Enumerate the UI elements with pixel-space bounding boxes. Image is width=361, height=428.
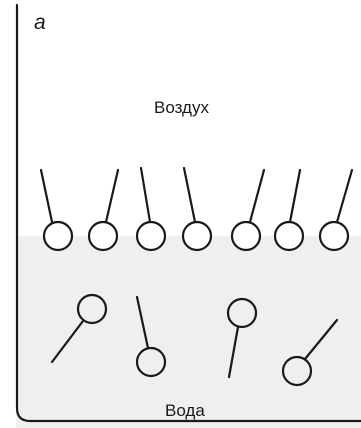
surface-molecule <box>135 166 167 252</box>
surface-molecule <box>181 166 213 252</box>
surface-molecule <box>318 168 354 252</box>
water-phase <box>16 236 361 428</box>
water-label: Вода <box>165 401 205 420</box>
bulk-water-molecules <box>50 293 339 387</box>
surface-molecule <box>230 168 266 252</box>
vessel-wall <box>15 3 361 423</box>
panel-letter: а <box>34 11 46 34</box>
bulk-molecule <box>281 318 339 387</box>
surface-molecule <box>273 168 305 252</box>
surface-molecule <box>39 168 74 252</box>
bulk-molecule <box>135 295 167 378</box>
bulk-molecule <box>226 297 258 379</box>
interface-monolayer <box>39 166 354 252</box>
surface-molecule <box>87 168 120 252</box>
bulk-molecule <box>50 293 108 364</box>
air-label: Воздух <box>154 98 209 117</box>
